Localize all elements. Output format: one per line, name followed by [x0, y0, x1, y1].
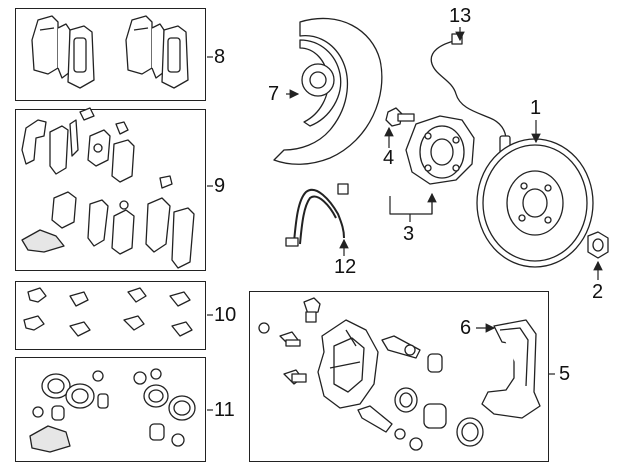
caliper-seals-and-boots	[29, 368, 196, 453]
hub-bearing-assembly	[405, 115, 475, 185]
brake-pad-set-box	[15, 8, 206, 101]
callout-12: 12	[334, 256, 357, 278]
callout-6: 6	[460, 317, 472, 339]
pad-hardware-kit-box	[15, 109, 206, 271]
pad-clip-kit-box	[15, 281, 206, 350]
callout-3: 3	[403, 223, 415, 245]
caliper-assembly-box	[249, 291, 549, 462]
brake-pad-left-pair	[31, 15, 95, 89]
caliper-seal-kit-box	[15, 357, 206, 462]
brake-pad-right-pair	[125, 15, 189, 89]
caliper-bolts-and-pins	[258, 297, 443, 451]
brake-rotor	[476, 138, 594, 268]
caliper-support-bracket	[481, 319, 541, 419]
callout-11: 11	[214, 399, 235, 421]
callout-8: 8	[214, 46, 226, 68]
callout-9: 9	[214, 175, 226, 197]
caliper-body	[317, 319, 379, 409]
callout-1: 1	[530, 97, 542, 119]
callout-7: 7	[268, 83, 280, 105]
hub-bolt	[385, 107, 415, 127]
lug-nut	[587, 231, 609, 259]
callout-10: 10	[214, 304, 237, 326]
callout-5: 5	[559, 363, 571, 385]
callout-2: 2	[592, 281, 604, 303]
brake-hose	[285, 183, 349, 247]
pad-hardware-shims	[21, 107, 195, 269]
pad-support-clips	[23, 287, 193, 337]
callout-13: 13	[449, 5, 472, 27]
dust-shield	[273, 17, 383, 165]
caliper-piston-seals	[394, 387, 484, 447]
callout-4: 4	[383, 147, 395, 169]
leader-lines	[207, 27, 603, 411]
